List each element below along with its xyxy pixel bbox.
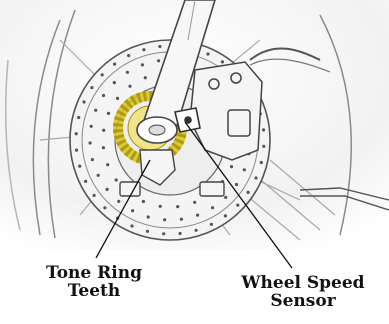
disc-hole	[147, 215, 150, 218]
disc-hole	[89, 141, 92, 144]
disc-hole	[224, 196, 227, 199]
disc-hole	[131, 209, 134, 212]
disc-hole	[262, 128, 265, 131]
disc-hole	[157, 59, 160, 62]
disc-hole	[82, 100, 85, 103]
disc-hole	[163, 218, 166, 221]
disc-hole	[146, 230, 149, 233]
disc-hole	[196, 214, 199, 217]
disc-hole	[78, 165, 81, 168]
disc-hole	[159, 205, 162, 208]
disc-hole	[211, 206, 214, 209]
disc-hole	[113, 81, 116, 84]
disc-hole	[176, 205, 179, 208]
disc-hole	[162, 232, 165, 235]
disc-hole	[75, 149, 78, 152]
disc-hole	[193, 201, 196, 204]
disc-hole	[130, 224, 133, 227]
disc-hole	[128, 85, 131, 88]
disc-hole	[103, 206, 106, 209]
disc-hole	[262, 145, 265, 148]
wheel-speed-label-line1: Wheel Speed	[218, 274, 388, 292]
disc-hole	[84, 180, 87, 183]
disc-hole	[127, 54, 130, 57]
disc-hole	[101, 73, 104, 76]
disc-hole	[116, 97, 119, 100]
wheel-speed-sensor	[175, 108, 200, 132]
disc-hole	[90, 86, 93, 89]
wheel-speed-label-line2: Sensor	[218, 292, 388, 310]
disc-hole	[142, 48, 145, 51]
disc-hole	[106, 163, 109, 166]
disc-hole	[180, 218, 183, 221]
disc-hole	[102, 146, 105, 149]
disc-hole	[236, 204, 239, 207]
disc-hole	[107, 112, 110, 115]
disc-hole	[254, 176, 257, 179]
disc-hole	[90, 125, 93, 128]
disc-hole	[158, 45, 161, 48]
disc-hole	[77, 116, 80, 119]
disc-hole	[126, 71, 129, 74]
disc-hole	[102, 129, 105, 132]
disc-hole	[141, 63, 144, 66]
disc-hole	[94, 109, 97, 112]
disc-hole	[142, 200, 145, 203]
tone-ring-label-line1: Tone Ring	[24, 264, 164, 282]
disc-hole	[206, 52, 209, 55]
disc-hole	[115, 178, 118, 181]
disc-hole	[247, 191, 250, 194]
disc-hole	[75, 132, 78, 135]
disc-hole	[195, 229, 198, 232]
disc-hole	[113, 63, 116, 66]
disc-hole	[210, 223, 213, 226]
disc-hole	[93, 194, 96, 197]
tone-ring-teeth-label: Tone Ring Teeth	[24, 264, 164, 300]
disc-hole	[97, 174, 100, 177]
disc-hole	[221, 60, 224, 63]
disc-hole	[144, 76, 147, 79]
tone-ring-label-line2: Teeth	[24, 282, 164, 300]
disc-hole	[235, 183, 238, 186]
disc-hole	[179, 232, 182, 235]
disc-hole	[230, 165, 233, 168]
wheel-speed-sensor-label: Wheel Speed Sensor	[218, 274, 388, 310]
disc-hole	[117, 200, 120, 203]
disc-hole	[224, 214, 227, 217]
disc-hole	[102, 94, 105, 97]
disc-hole	[91, 158, 94, 161]
disc-hole	[260, 161, 263, 164]
disc-hole	[106, 188, 109, 191]
disc-hole	[243, 168, 246, 171]
